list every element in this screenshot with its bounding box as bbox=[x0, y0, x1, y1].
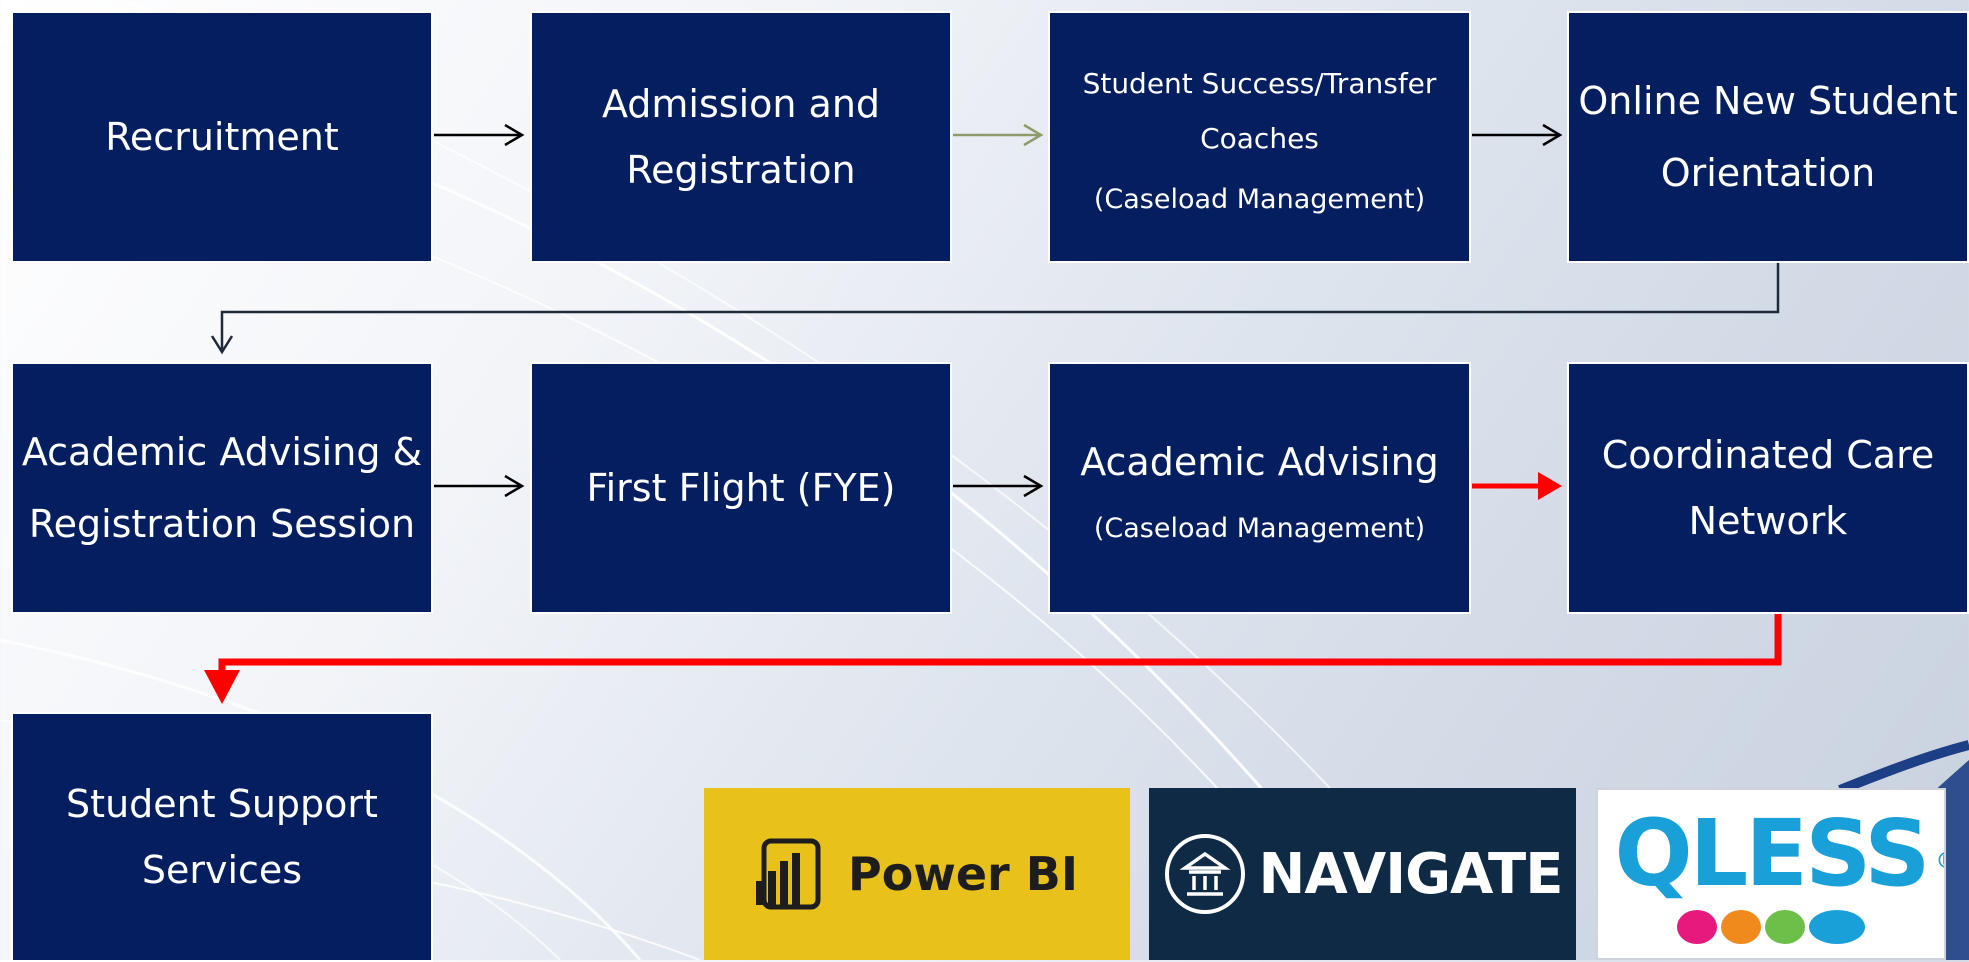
qless-wordmark: QLESS® bbox=[1614, 804, 1944, 904]
step-sublabel: (Caseload Management) bbox=[1093, 184, 1426, 215]
step-label: Academic Advising & Registration Session bbox=[21, 430, 423, 546]
blue-dot-icon bbox=[1809, 910, 1865, 944]
step-label: Online New Student Orientation bbox=[1578, 79, 1958, 195]
powerbi-wordmark: Power BI bbox=[848, 847, 1078, 901]
institution-icon bbox=[1164, 834, 1245, 914]
registered-mark: ® bbox=[1936, 812, 1944, 912]
step-coordinated-care-network: Coordinated Care Network bbox=[1567, 362, 1969, 614]
step-first-flight: First Flight (FYE) bbox=[530, 362, 952, 614]
orange-dot-icon bbox=[1721, 910, 1761, 944]
green-dot-icon bbox=[1765, 910, 1805, 944]
qless-dots bbox=[1677, 910, 1865, 944]
step-label: Student Support Services bbox=[66, 782, 378, 892]
step-label: First Flight (FYE) bbox=[586, 466, 896, 510]
step-advising-registration-session: Academic Advising & Registration Session bbox=[11, 362, 433, 614]
navigate-logo: NAVIGATE bbox=[1149, 788, 1576, 960]
step-sublabel: (Caseload Management) bbox=[1093, 513, 1426, 544]
step-label: Recruitment bbox=[105, 115, 339, 159]
powerbi-logo: Power BI bbox=[704, 788, 1130, 960]
step-label: Academic Advising bbox=[1080, 440, 1439, 484]
step-success-transfer-coaches: Student Success/Transfer Coaches (Caselo… bbox=[1048, 11, 1471, 263]
qless-text: QLESS bbox=[1614, 800, 1930, 907]
step-admission-registration: Admission and Registration bbox=[530, 11, 952, 263]
step-label: Coordinated Care Network bbox=[1601, 433, 1935, 543]
pink-dot-icon bbox=[1677, 910, 1717, 944]
step-academic-advising: Academic Advising (Caseload Management) bbox=[1048, 362, 1471, 614]
step-label: Student Success/Transfer Coaches bbox=[1082, 67, 1437, 155]
step-label: Admission and Registration bbox=[601, 82, 881, 192]
step-recruitment: Recruitment bbox=[11, 11, 433, 263]
qless-logo: QLESS® bbox=[1596, 788, 1946, 960]
navigate-wordmark: NAVIGATE bbox=[1258, 841, 1564, 907]
powerbi-icon bbox=[756, 838, 821, 910]
step-online-orientation: Online New Student Orientation bbox=[1567, 11, 1969, 263]
step-student-support-services: Student Support Services bbox=[11, 712, 433, 962]
